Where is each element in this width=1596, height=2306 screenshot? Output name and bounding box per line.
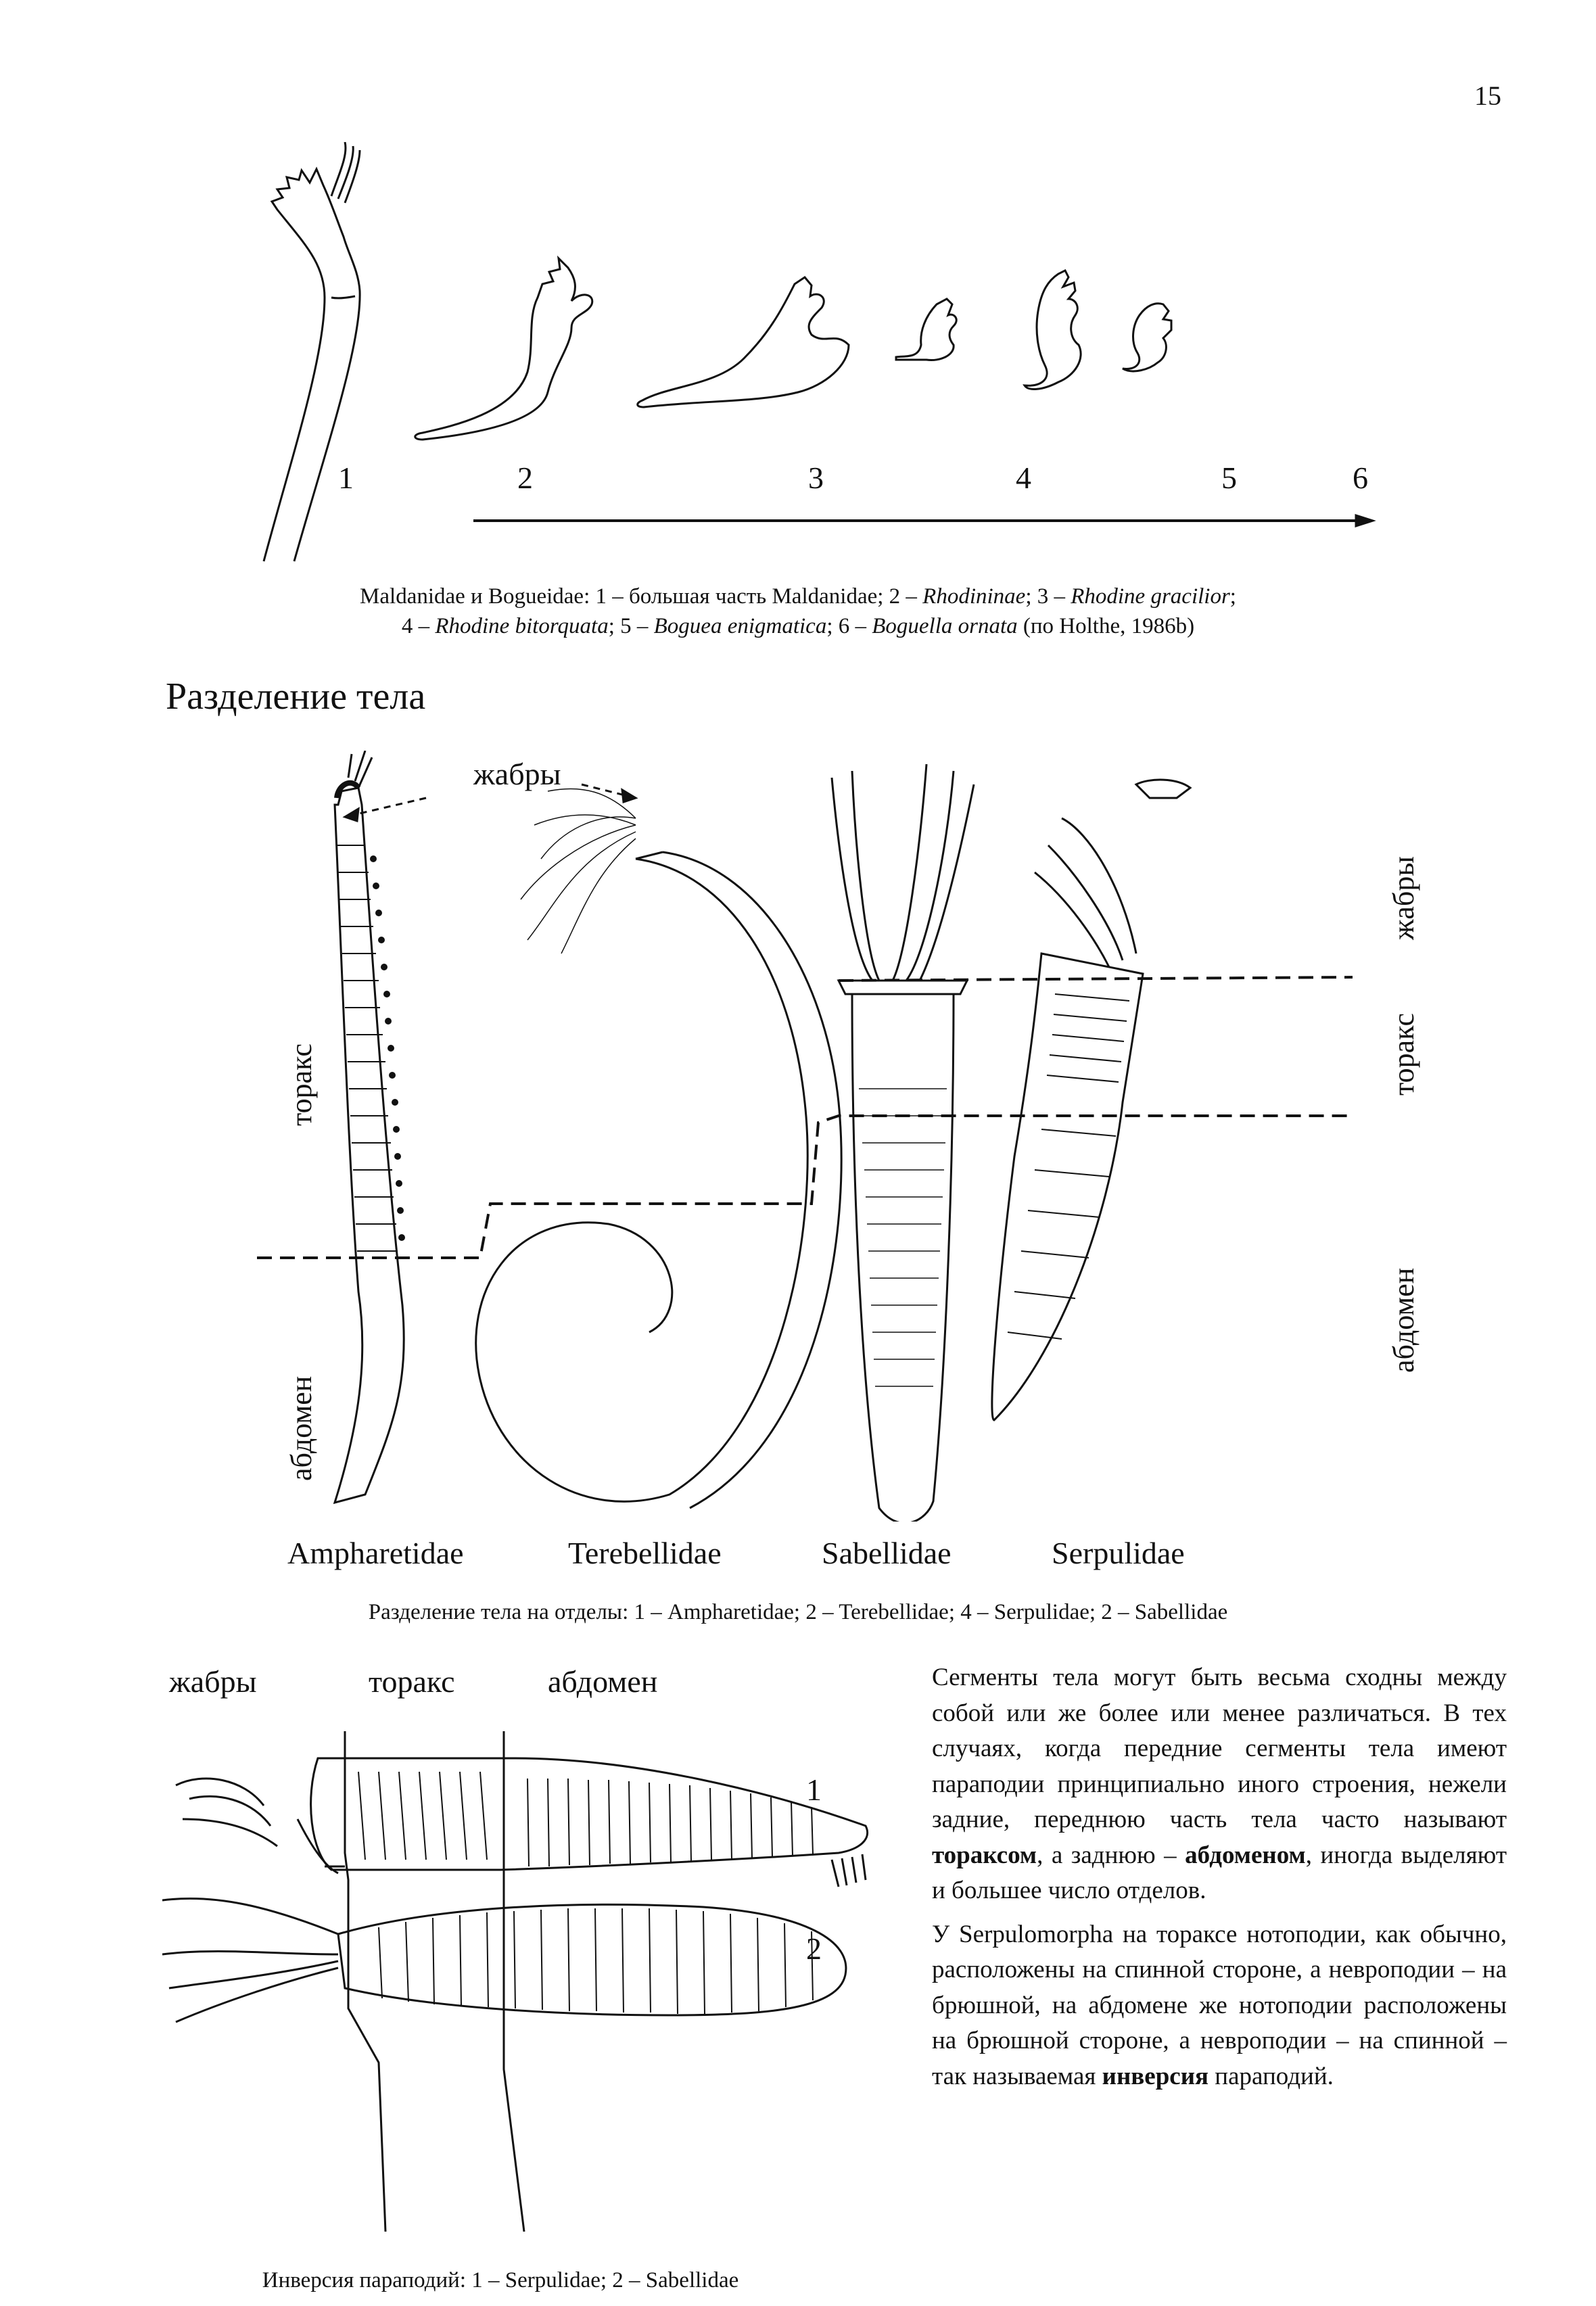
thorax-label-right: торакс (1386, 1013, 1421, 1096)
inversion-figure (162, 1731, 872, 2245)
abdomen-label-right: абдомен (1386, 1268, 1421, 1373)
body-text: Сегменты тела могут быть весьма сходны м… (932, 1660, 1507, 2102)
uncinus-number-4: 4 (1016, 460, 1031, 496)
gills-label-right: жабры (1386, 856, 1421, 940)
family-ampharetidae: Ampharetidae (287, 1535, 464, 1571)
uncinus-4-drawing (896, 299, 956, 360)
uncinus-number-5: 5 (1221, 460, 1237, 496)
serpulidae-inversion-drawing (176, 1758, 868, 1887)
figure1-caption: Maldanidae и Bogueidae: 1 – большая част… (135, 582, 1461, 641)
family-terebellidae: Terebellidae (568, 1535, 722, 1571)
body-division-figure (257, 751, 1353, 1522)
uncinus-2-drawing (415, 258, 592, 440)
uncinus-number-2: 2 (517, 460, 533, 496)
inversion-number-2: 2 (806, 1931, 822, 1967)
uncinus-number-6: 6 (1353, 460, 1368, 496)
inversion-gills-label: жабры (169, 1664, 257, 1699)
sabellidae-drawing (832, 764, 974, 1522)
uncini-figure (230, 142, 1393, 575)
inversion-thorax-label: торакс (369, 1664, 455, 1699)
uncinus-1-drawing (264, 142, 360, 561)
inversion-abdomen-label: абдомен (548, 1664, 657, 1699)
paragraph-2: У Serpulomorpha на тораксе нотоподии, ка… (932, 1917, 1507, 2095)
ampharetidae-drawing (335, 751, 405, 1503)
inversion-number-1: 1 (806, 1772, 822, 1808)
figure3-caption: Инверсия параподий: 1 – Serpulidae; 2 – … (162, 2265, 839, 2295)
gills-label: жабры (473, 756, 561, 792)
uncinus-6-drawing (1123, 304, 1171, 371)
page-number: 15 (1474, 80, 1501, 112)
uncinus-number-3: 3 (808, 460, 824, 496)
uncinus-3-drawing (638, 277, 849, 407)
terebellidae-drawing (476, 789, 841, 1508)
figure1-caption-line1: Maldanidae и Bogueidae: 1 – большая част… (135, 582, 1461, 611)
figure2-caption: Разделение тела на отделы: 1 – Amphareti… (243, 1597, 1353, 1627)
thorax-label-left: торакс (284, 1043, 319, 1126)
abdomen-label-left: абдомен (284, 1376, 319, 1481)
paragraph-1: Сегменты тела могут быть весьма сходны м… (932, 1660, 1507, 1909)
family-sabellidae: Sabellidae (822, 1535, 952, 1571)
figure1-caption-line2: 4 – Rhodine bitorquata; 5 – Boguea enigm… (135, 611, 1461, 641)
uncinus-5-drawing (1025, 270, 1081, 389)
uncinus-number-1: 1 (338, 460, 354, 496)
section-title: Разделение тела (166, 675, 425, 718)
serpulidae-drawing (992, 780, 1190, 1420)
family-serpulidae: Serpulidae (1052, 1535, 1185, 1571)
